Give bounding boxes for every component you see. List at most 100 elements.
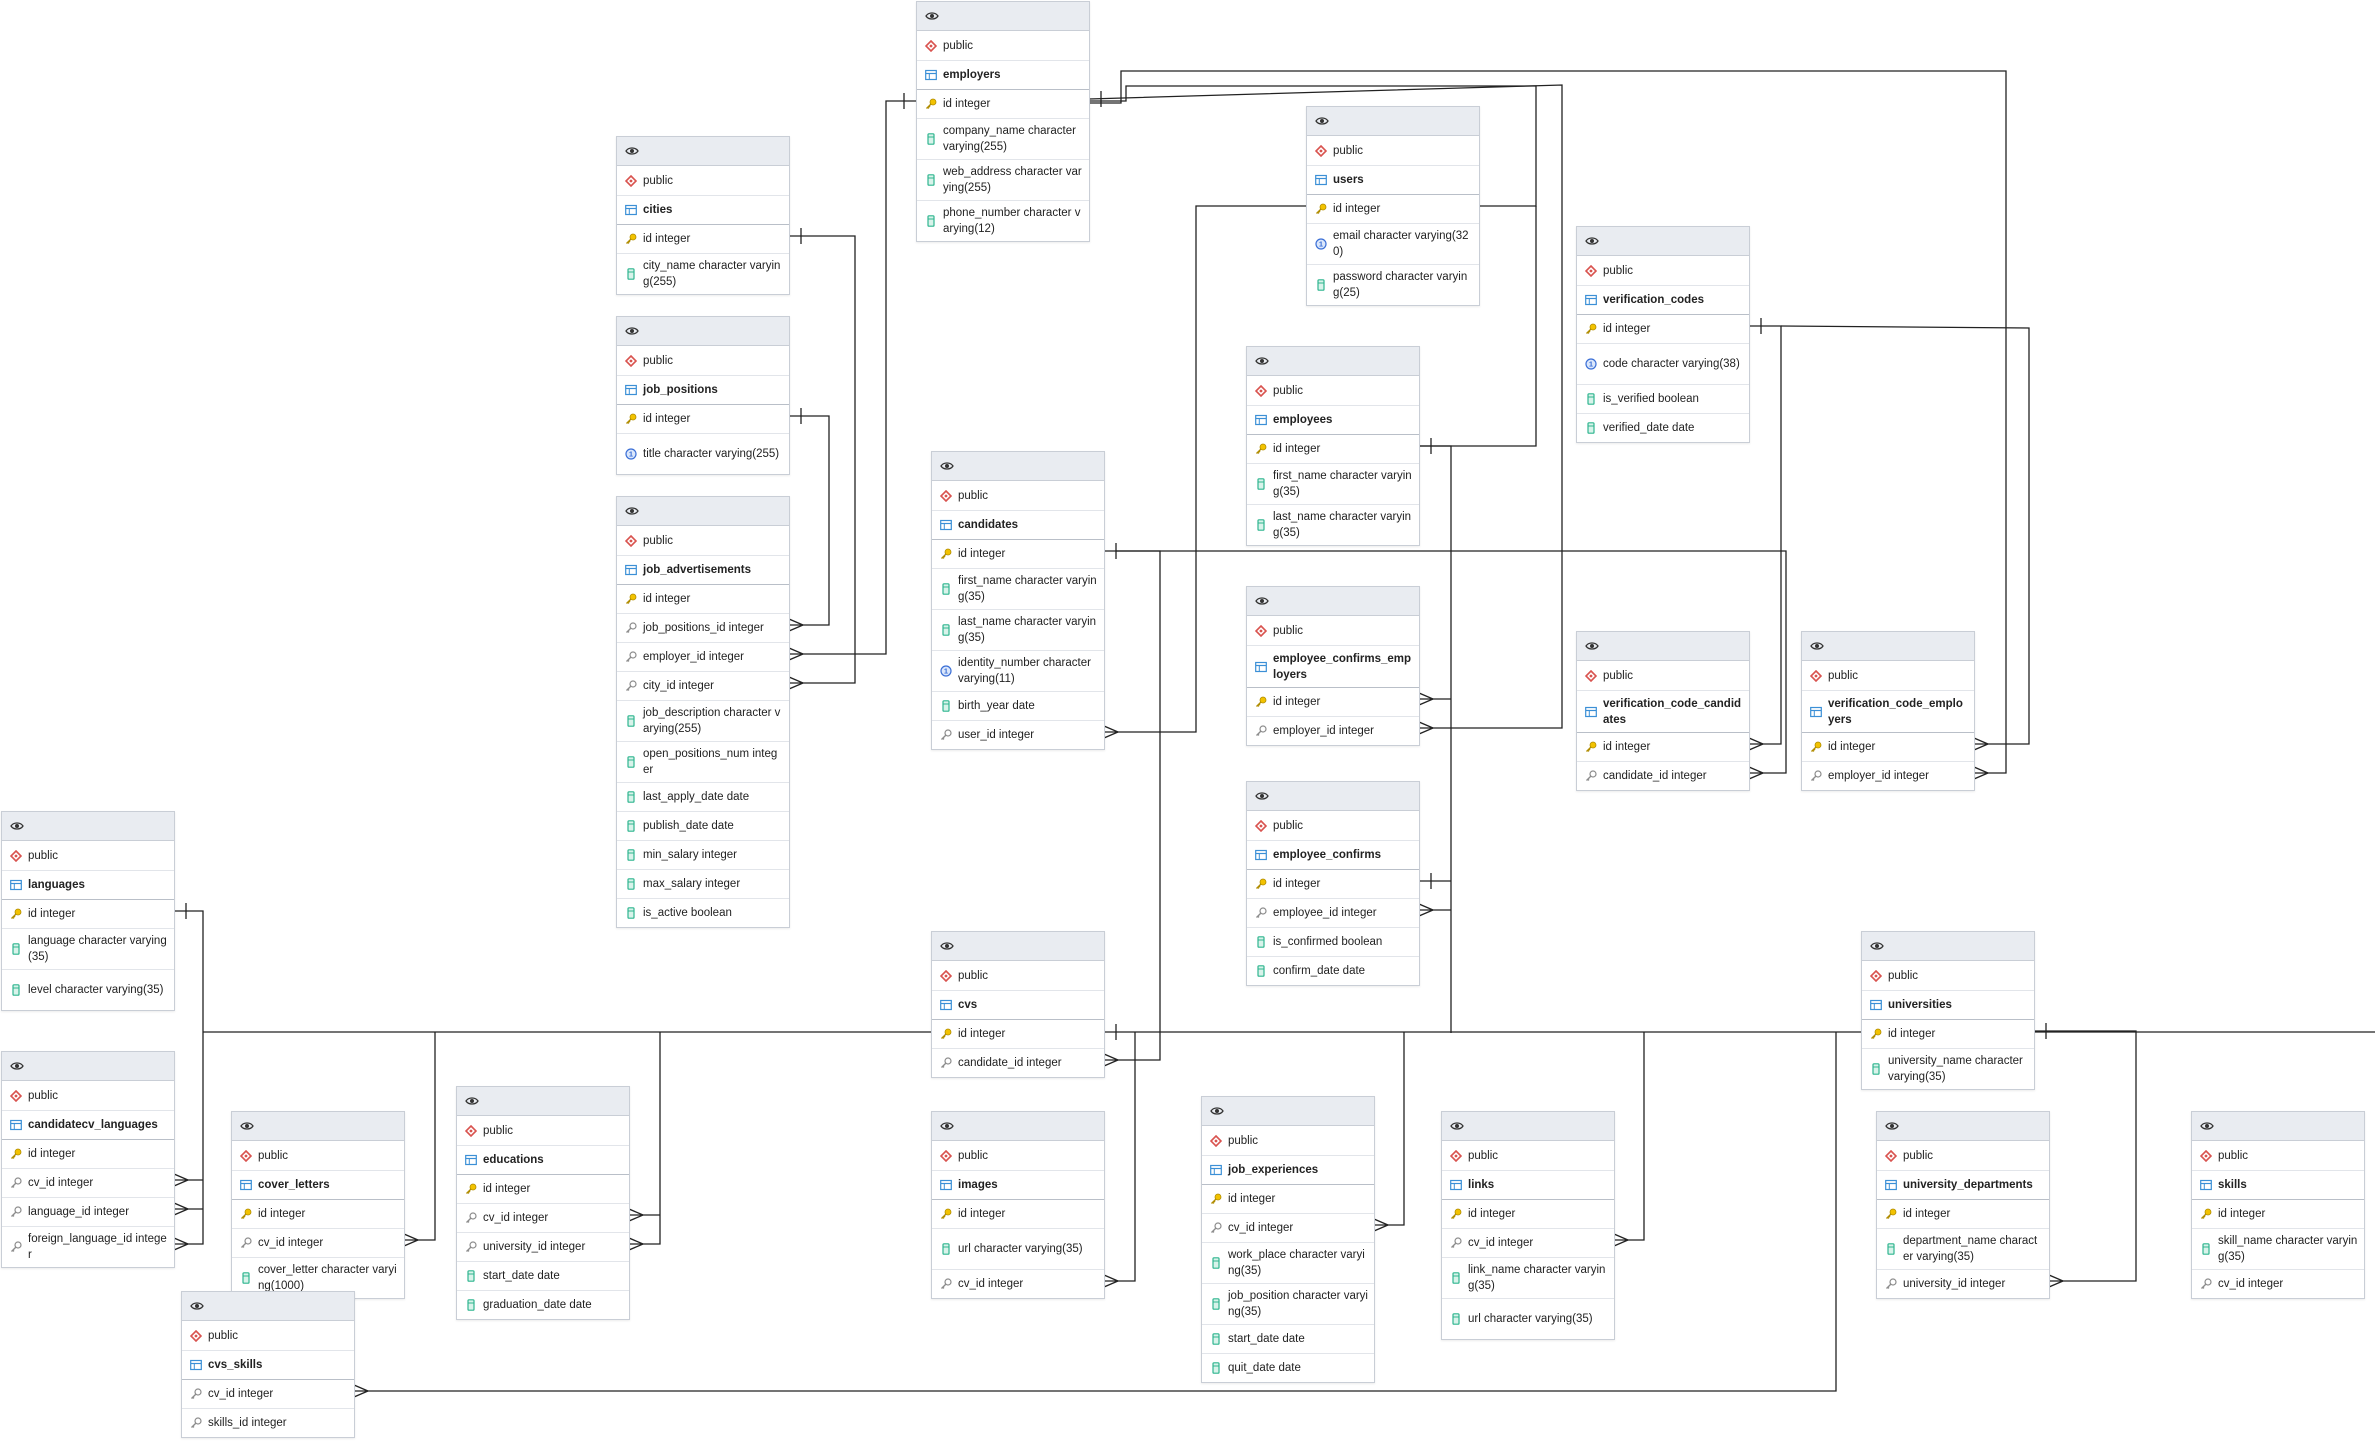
eye-icon[interactable]: [940, 939, 954, 953]
column-row[interactable]: id integer: [1862, 1020, 2034, 1049]
column-row[interactable]: id integer: [917, 90, 1089, 119]
table-header[interactable]: [1577, 632, 1749, 661]
column-row[interactable]: id integer: [1247, 688, 1419, 717]
column-row[interactable]: password character varying(25): [1307, 265, 1479, 305]
column-row[interactable]: language character varying(35): [2, 929, 174, 970]
column-row[interactable]: max_salary integer: [617, 870, 789, 899]
column-row[interactable]: university_id integer: [457, 1233, 629, 1262]
table-name-row[interactable]: job_experiences: [1202, 1156, 1374, 1185]
table-name-row[interactable]: cover_letters: [232, 1171, 404, 1200]
eye-icon[interactable]: [925, 9, 939, 23]
eye-icon[interactable]: [2200, 1119, 2214, 1133]
column-row[interactable]: phone_number character varying(12): [917, 201, 1089, 241]
eye-icon[interactable]: [940, 459, 954, 473]
column-row[interactable]: level character varying(35): [2, 970, 174, 1010]
eye-icon[interactable]: [465, 1094, 479, 1108]
column-row[interactable]: candidate_id integer: [932, 1049, 1104, 1077]
column-row[interactable]: id integer: [617, 225, 789, 254]
eye-icon[interactable]: [1585, 234, 1599, 248]
column-row[interactable]: skill_name character varying(35): [2192, 1229, 2364, 1270]
column-row[interactable]: publish_date date: [617, 812, 789, 841]
column-row[interactable]: id integer: [457, 1175, 629, 1204]
table-name-row[interactable]: cvs: [932, 991, 1104, 1020]
table-header[interactable]: [1862, 932, 2034, 961]
table-name-row[interactable]: universities: [1862, 991, 2034, 1020]
column-row[interactable]: url character varying(35): [1442, 1299, 1614, 1339]
column-row[interactable]: quit_date date: [1202, 1354, 1374, 1382]
eye-icon[interactable]: [625, 504, 639, 518]
column-row[interactable]: cv_id integer: [2192, 1270, 2364, 1298]
table-name-row[interactable]: employee_confirms_employers: [1247, 646, 1419, 688]
eye-icon[interactable]: [190, 1299, 204, 1313]
column-row[interactable]: company_name character varying(255): [917, 119, 1089, 160]
column-row[interactable]: university_id integer: [1877, 1270, 2049, 1298]
column-row[interactable]: employer_id integer: [617, 643, 789, 672]
table-header[interactable]: [932, 932, 1104, 961]
column-row[interactable]: open_positions_num integer: [617, 742, 789, 783]
column-row[interactable]: cv_id integer: [932, 1270, 1104, 1298]
column-row[interactable]: start_date date: [1202, 1325, 1374, 1354]
column-row[interactable]: cv_id integer: [457, 1204, 629, 1233]
table-name-row[interactable]: employee_confirms: [1247, 841, 1419, 870]
column-row[interactable]: link_name character varying(35): [1442, 1258, 1614, 1299]
column-row[interactable]: id integer: [1307, 195, 1479, 224]
eye-icon[interactable]: [1870, 939, 1884, 953]
column-row[interactable]: language_id integer: [2, 1198, 174, 1227]
column-row[interactable]: city_id integer: [617, 672, 789, 701]
column-row[interactable]: employer_id integer: [1247, 717, 1419, 745]
table-header[interactable]: [2, 1052, 174, 1081]
eye-icon[interactable]: [10, 819, 24, 833]
column-row[interactable]: id integer: [1802, 733, 1974, 762]
column-row[interactable]: id integer: [2192, 1200, 2364, 1229]
table-header[interactable]: [1307, 107, 1479, 136]
column-row[interactable]: id integer: [617, 585, 789, 614]
table-header[interactable]: [1577, 227, 1749, 256]
table-name-row[interactable]: job_advertisements: [617, 556, 789, 585]
table-header[interactable]: [932, 452, 1104, 481]
column-row[interactable]: first_name character varying(35): [932, 569, 1104, 610]
table-header[interactable]: [1247, 782, 1419, 811]
column-row[interactable]: cv_id integer: [182, 1380, 354, 1409]
eye-icon[interactable]: [240, 1119, 254, 1133]
eye-icon[interactable]: [1255, 354, 1269, 368]
eye-icon[interactable]: [1210, 1104, 1224, 1118]
table-name-row[interactable]: candidates: [932, 511, 1104, 540]
table-name-row[interactable]: cities: [617, 196, 789, 225]
table-header[interactable]: [1247, 587, 1419, 616]
column-row[interactable]: cv_id integer: [1442, 1229, 1614, 1258]
table-header[interactable]: [182, 1292, 354, 1321]
table-name-row[interactable]: cvs_skills: [182, 1351, 354, 1380]
column-row[interactable]: university_name character varying(35): [1862, 1049, 2034, 1089]
column-row[interactable]: cv_id integer: [232, 1229, 404, 1258]
table-name-row[interactable]: employees: [1247, 406, 1419, 435]
table-name-row[interactable]: users: [1307, 166, 1479, 195]
column-row[interactable]: id integer: [2, 900, 174, 929]
eye-icon[interactable]: [1255, 789, 1269, 803]
column-row[interactable]: cv_id integer: [1202, 1214, 1374, 1243]
table-header[interactable]: [917, 2, 1089, 31]
table-name-row[interactable]: job_positions: [617, 376, 789, 405]
column-row[interactable]: is_active boolean: [617, 899, 789, 927]
table-header[interactable]: [457, 1087, 629, 1116]
column-row[interactable]: skills_id integer: [182, 1409, 354, 1437]
table-name-row[interactable]: university_departments: [1877, 1171, 2049, 1200]
column-row[interactable]: id integer: [617, 405, 789, 434]
column-row[interactable]: employee_id integer: [1247, 899, 1419, 928]
table-name-row[interactable]: skills: [2192, 1171, 2364, 1200]
column-row[interactable]: id integer: [1442, 1200, 1614, 1229]
table-header[interactable]: [232, 1112, 404, 1141]
table-header[interactable]: [1442, 1112, 1614, 1141]
column-row[interactable]: candidate_id integer: [1577, 762, 1749, 790]
column-row[interactable]: foreign_language_id integer: [2, 1227, 174, 1267]
column-row[interactable]: verified_date date: [1577, 414, 1749, 442]
column-row[interactable]: user_id integer: [932, 721, 1104, 749]
